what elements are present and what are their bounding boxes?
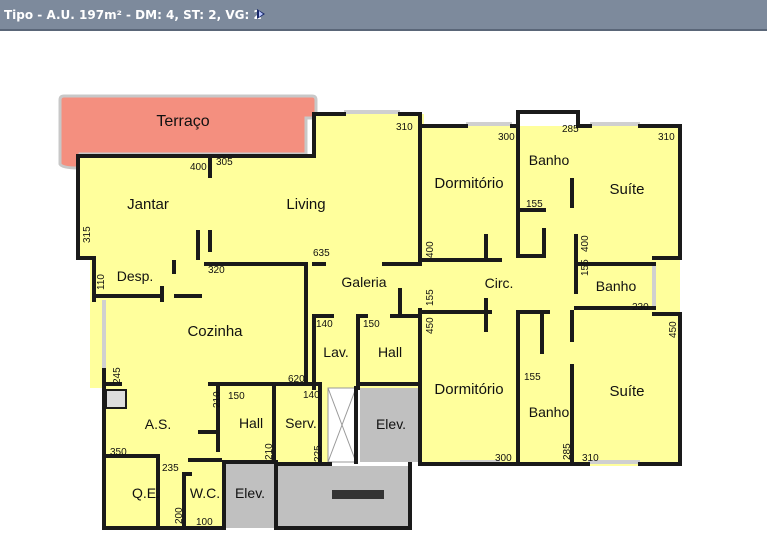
room-suite-bottom: Suíte (609, 383, 644, 400)
room-hall-mid: Hall (378, 344, 402, 360)
dim-label: 320 (208, 265, 225, 276)
room-elev-left: Elev. (235, 485, 265, 501)
dim-label: 200 (174, 507, 185, 524)
dim-label: 310 (396, 122, 413, 133)
window-titlebar: Tipo - A.U. 197m² - DM: 4, ST: 2, VG: 2 (0, 0, 767, 31)
dim-label: 230 (632, 302, 649, 313)
play-arrow-icon[interactable] (257, 9, 265, 19)
room-desp: Desp. (117, 268, 154, 284)
dimension-labels: 310 300 285 310 400 305 315 155 400 400 … (82, 122, 679, 528)
dim-label: 155 (526, 199, 543, 210)
dim-label: 245 (112, 367, 123, 384)
dim-label: 110 (96, 274, 107, 290)
room-dormitorio-bottom: Dormitório (434, 381, 503, 398)
room-lav: Lav. (323, 344, 348, 360)
room-banho-mid: Banho (596, 278, 637, 294)
dim-label: 620 (288, 374, 305, 385)
room-labels: Terraço Jantar Living Dormitório Banho S… (117, 113, 645, 501)
room-serv: Serv. (285, 415, 317, 431)
column (105, 389, 127, 409)
dim-label: 400 (425, 241, 436, 258)
dim-label: 150 (228, 391, 245, 402)
room-banho-top: Banho (529, 152, 570, 168)
dim-label: 635 (313, 248, 330, 259)
dim-label: 400 (580, 235, 591, 252)
room-jantar: Jantar (127, 196, 169, 213)
dim-label: 350 (110, 447, 127, 458)
room-circ: Circ. (485, 275, 514, 291)
dim-label: 315 (82, 226, 93, 243)
room-suite-top: Suíte (609, 181, 644, 198)
room-wc: W.C. (190, 485, 220, 501)
dim-label: 300 (498, 132, 515, 143)
dim-label: 450 (425, 317, 436, 334)
dim-label: 300 (495, 453, 512, 464)
room-galeria: Galeria (341, 274, 386, 290)
elevator-slot (332, 490, 384, 499)
dim-label: 100 (196, 517, 213, 528)
dim-label: 150 (363, 319, 380, 330)
walls (76, 110, 682, 530)
dim-label: 225 (313, 445, 324, 462)
room-elev-right: Elev. (376, 416, 406, 432)
dim-label: 285 (562, 124, 579, 135)
room-cozinha: Cozinha (187, 323, 243, 340)
dim-label: 450 (668, 321, 679, 338)
dim-label: 285 (562, 443, 573, 460)
room-hall-bottom: Hall (239, 415, 263, 431)
windows (102, 110, 656, 464)
dim-label: 140 (316, 319, 333, 330)
window-title: Tipo - A.U. 197m² - DM: 4, ST: 2, VG: 2 (4, 8, 262, 22)
shaft (327, 387, 357, 463)
room-banho-bottom: Banho (529, 404, 570, 420)
room-as: A.S. (145, 416, 171, 432)
dim-label: 305 (216, 157, 233, 168)
terrace-area (58, 94, 318, 170)
room-living: Living (286, 196, 325, 213)
dim-label: 140 (303, 390, 320, 401)
dim-label: 310 (658, 132, 675, 143)
dim-label: 155 (425, 289, 436, 306)
floorplan: Terraço Jantar Living Dormitório Banho S… (58, 94, 682, 530)
floor-area (78, 114, 680, 528)
dim-label: 235 (162, 463, 179, 474)
elevator-areas (224, 388, 418, 528)
floorplan-frame: Terraço Jantar Living Dormitório Banho S… (0, 31, 767, 535)
dim-label: 155 (580, 259, 591, 276)
room-terraco: Terraço (156, 113, 209, 130)
dim-label: 400 (190, 162, 207, 173)
room-dormitorio-top: Dormitório (434, 175, 503, 192)
dim-label: 310 (582, 453, 599, 464)
dim-label: 210 (212, 391, 223, 408)
dim-label: 155 (524, 372, 541, 383)
dim-label: 210 (264, 443, 275, 460)
room-qe: Q.E. (132, 485, 160, 501)
